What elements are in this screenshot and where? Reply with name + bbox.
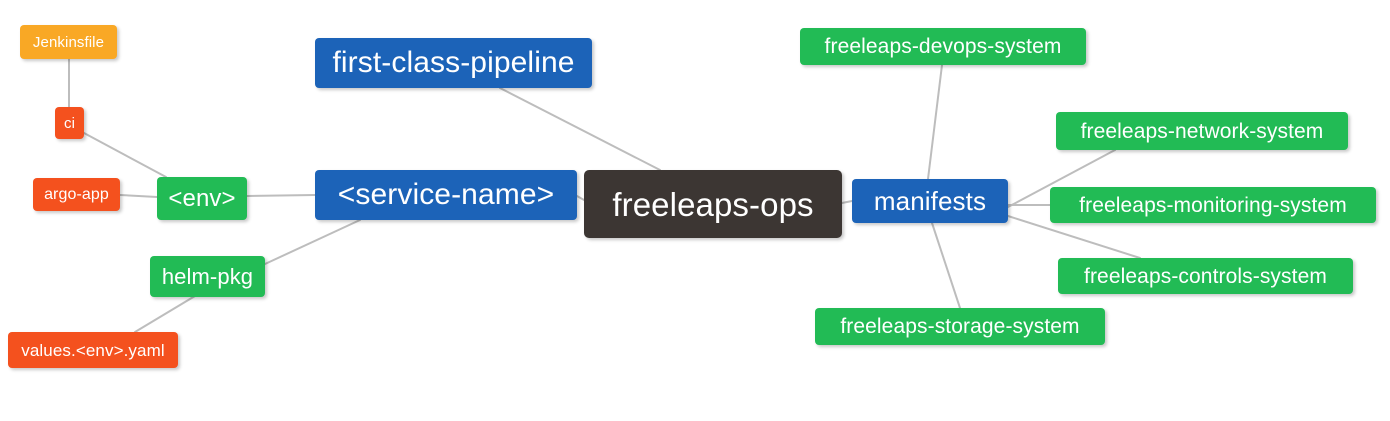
- node-env[interactable]: <env>: [157, 177, 247, 220]
- node-network-sys[interactable]: freeleaps-network-system: [1056, 112, 1348, 150]
- node-ci[interactable]: ci: [55, 107, 84, 139]
- node-manifests[interactable]: manifests: [852, 179, 1008, 223]
- node-values-yaml[interactable]: values.<env>.yaml: [8, 332, 178, 368]
- edge-manifests-to-devops-sys: [927, 64, 943, 180]
- edge-ci-to-env: [83, 132, 167, 178]
- edge-pipeline-to-freeleaps-ops: [499, 87, 661, 171]
- node-helm-pkg[interactable]: helm-pkg: [150, 256, 265, 297]
- node-argo-app[interactable]: argo-app: [33, 178, 120, 211]
- node-controls-sys[interactable]: freeleaps-controls-system: [1058, 258, 1353, 294]
- edge-manifests-to-storage-sys: [931, 222, 961, 309]
- edge-argo-app-to-env: [119, 194, 158, 198]
- node-devops-sys[interactable]: freeleaps-devops-system: [800, 28, 1086, 65]
- node-service-name[interactable]: <service-name>: [315, 170, 577, 220]
- node-pipeline[interactable]: first-class-pipeline: [315, 38, 592, 88]
- node-monitoring-sys[interactable]: freeleaps-monitoring-system: [1050, 187, 1376, 223]
- edge-service-name-to-freeleaps-ops: [576, 195, 585, 201]
- edge-helm-pkg-to-service-name: [264, 219, 361, 265]
- node-storage-sys[interactable]: freeleaps-storage-system: [815, 308, 1105, 345]
- edge-env-to-service-name: [246, 194, 316, 197]
- node-jenkinsfile[interactable]: Jenkinsfile: [20, 25, 117, 59]
- node-freeleaps-ops[interactable]: freeleaps-ops: [584, 170, 842, 238]
- edge-freeleaps-ops-to-manifests: [841, 200, 853, 204]
